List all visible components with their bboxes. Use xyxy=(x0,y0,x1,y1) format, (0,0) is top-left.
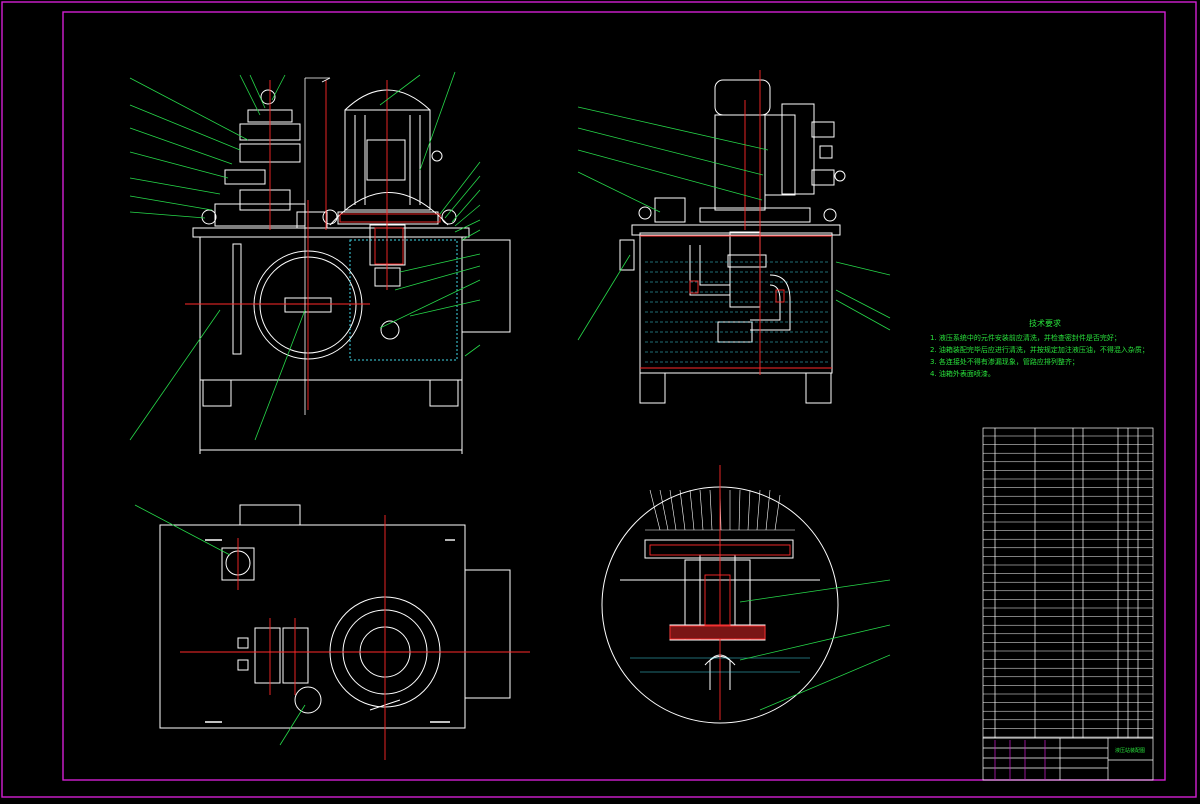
detail-view-redlines xyxy=(649,465,791,720)
top-view-redlines xyxy=(180,515,530,760)
top-view-slots xyxy=(205,539,455,723)
drawing-name: 液压站装配图 xyxy=(1115,747,1145,754)
title-block xyxy=(982,737,1154,781)
side-view-redlines xyxy=(640,70,832,375)
side-view-leaders xyxy=(577,106,891,341)
top-view xyxy=(159,504,511,729)
notes-title: 技术要求 xyxy=(1029,319,1061,328)
front-view-leaders xyxy=(129,71,481,441)
technical-requirements: 技术要求 1. 液压系统中的元件安装前应清洗，并检查密封件是否完好； 2. 油箱… xyxy=(930,318,1160,380)
parts-list xyxy=(982,427,1154,739)
detail-view-fluid xyxy=(630,657,810,673)
notes-item: 3. 各连接处不得有渗漏现象，管路应排列整齐； xyxy=(930,358,1079,366)
notes-item: 1. 液压系统中的元件安装前应清洗，并检查密封件是否完好； xyxy=(930,334,1121,342)
front-view xyxy=(192,89,511,454)
detail-view-leaders xyxy=(739,579,891,711)
title-block-magenta xyxy=(994,740,1046,780)
parts-list-rows xyxy=(983,435,1153,738)
notes-item: 2. 油箱装配完毕后应进行清洗，并按规定加注液压油，不得混入杂质； xyxy=(930,346,1149,354)
notes-item: 4. 油箱外表面喷漆。 xyxy=(930,370,995,378)
front-view-redlines xyxy=(185,80,441,410)
side-view-fluid xyxy=(645,261,828,363)
front-view-axis xyxy=(304,77,331,415)
side-view xyxy=(619,79,846,404)
top-view-leaders xyxy=(134,504,306,746)
